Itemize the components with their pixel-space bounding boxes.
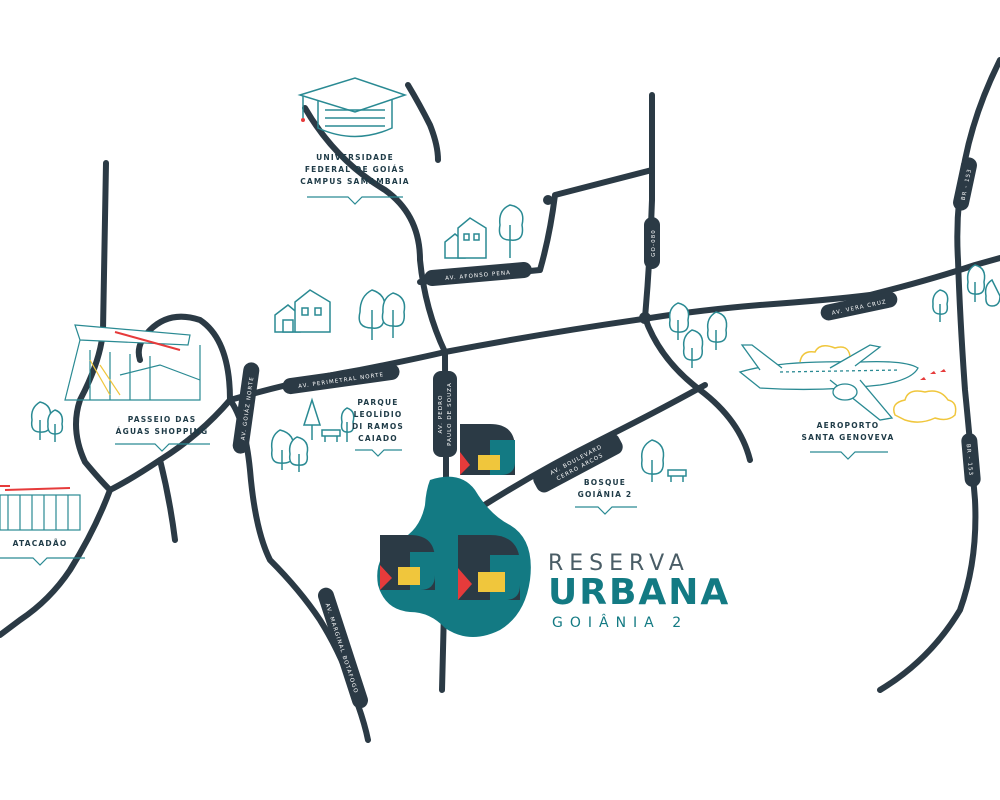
road-name: AV. PEDRO [438,394,444,433]
ufg-label-line: CAMPUS SAMAMBAIA [300,177,410,186]
tree-icon [932,264,1000,322]
brand-line-urbana: URBANA [548,572,730,613]
road-left-small [157,457,178,543]
bosque-label-line: GOIÂNIA 2 [578,490,633,499]
poi-label-atacadao: ATACADÃO [0,539,85,566]
logo-mark-top [460,424,515,475]
road-label-marginal: AV. MARGINAL BOTAFOGO [318,587,368,709]
road-name: BR - 153 [965,444,974,477]
parque-label-line: DI RAMOS [352,422,404,431]
pointer-marker [355,449,402,457]
pointer-marker [307,196,403,205]
road-go080 [642,92,655,321]
brand-logo-text: RESERVA URBANA GOIÂNIA 2 [548,551,730,631]
road-ufg-upper [405,82,441,163]
tree-icon [30,401,64,442]
logo-mark-left [380,535,435,590]
road-label-goiaz: AV. GOIÁZ NORTE [232,362,260,454]
birds-icon [920,369,946,380]
road-afonso-pena [417,167,655,285]
junction-marker [543,195,553,205]
house-icon [444,217,487,259]
graduation-cap-icon [297,77,408,138]
ufg-label-line: FEDERAL DE GOIÁS [305,165,405,174]
airplane-icon [738,344,919,421]
road-label-br153-bottom: BR - 153 [961,433,981,487]
road-name: GO-080 [651,229,657,257]
cloud-icon [799,345,957,423]
tree-icon [358,289,406,340]
road-label-go080: GO-080 [644,217,660,269]
tree-icon [498,204,524,258]
atacadao-label: ATACADÃO [13,539,68,548]
pointer-marker [0,557,85,566]
road-label-afonso-pena: AV. AFONSO PENA [424,261,532,287]
pointer-marker [575,506,637,515]
road-left-upper [135,313,233,403]
road-label-pedro: AV. PEDRO PAULO DE SOUZA [433,371,457,457]
poi-label-aeroporto: AEROPORTO SANTA GENOVEVA [802,421,895,460]
poi-label-passeio: PASSEIO DAS ÁGUAS SHOPPING [115,415,210,452]
road-left-vertical [73,160,113,493]
aeroporto-label-line: AEROPORTO [817,421,880,430]
road-label-br153-top: BR - 153 [953,157,977,211]
brand-line-reserva: RESERVA [548,551,690,576]
house-icon [274,289,331,333]
poi-label-ufg: UNIVERSIDADE FEDERAL DE GOIÁS CAMPUS SAM… [300,153,410,205]
road-name: AV. AFONSO PENA [445,270,511,282]
parque-label-line: CAIADO [358,434,398,443]
bosque-label-line: BOSQUE [584,478,626,487]
road-ufg-spur [302,105,448,355]
road-left-west [107,397,233,493]
passeio-label-line: PASSEIO DAS [128,415,197,424]
supermarket-icon [0,485,81,531]
road-vera-cruz [867,255,1000,298]
shopping-mall-icon [64,324,201,401]
poi-label-parque: PARQUE LEOLÍDIO DI RAMOS CAIADO [352,398,404,457]
ufg-label-line: UNIVERSIDADE [316,153,394,162]
road-left-loop [0,487,113,638]
tree-icon [640,439,687,482]
pointer-marker [810,451,888,460]
park-icon [270,397,355,472]
road-name: PAULO DE SOUZA [447,382,453,446]
tree-icon [668,302,728,368]
road-label-perimetral: AV. PERIMETRAL NORTE [282,363,400,395]
junction-marker [639,312,651,324]
aeroporto-label-line: SANTA GENOVEVA [802,433,895,442]
passeio-label-line: ÁGUAS SHOPPING [116,427,209,436]
poi-label-bosque: BOSQUE GOIÂNIA 2 [575,478,637,515]
parque-label-line: PARQUE [357,398,398,407]
brand-line-goiania: GOIÂNIA 2 [552,613,688,631]
parque-label-line: LEOLÍDIO [354,410,403,419]
logo-mark-main [458,535,520,600]
pointer-marker [115,443,210,452]
